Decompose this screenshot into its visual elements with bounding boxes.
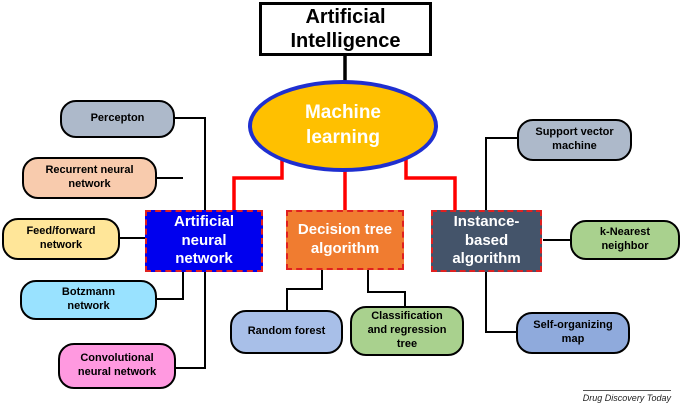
leaf-feedforward-network: Feed/forward network [2,218,120,260]
machine-learning-node: Machine learning [248,80,438,172]
connector-cart [367,268,406,308]
category-decision-tree-algorithm: Decision tree algorithm [286,210,404,270]
connector-som [485,270,516,333]
leaf-self-organizing-map: Self-organizing map [516,312,630,354]
leaf-k-nearest-neighbor: k-Nearest neighbor [570,220,680,260]
leaf-label-som: Self-organizing map [533,319,613,345]
connector-ml-to-ib [404,154,457,212]
category-instance-based-algorithm: Instance- based algorithm [431,210,542,272]
category-label-ann: Artificial neural network [173,212,234,268]
leaf-support-vector-machine: Support vector machine [517,119,632,161]
connector-ml-to-ann [232,154,284,212]
connector-random-forest [286,268,323,310]
category-label-instance-based: Instance- based algorithm [452,212,521,268]
leaf-label-percepton: Percepton [90,112,145,125]
leaf-classification-regression-tree: Classification and regression tree [350,306,464,356]
leaf-recurrent-neural-network: Recurrent neural network [22,157,157,199]
leaf-label-knn: k-Nearest neighbor [599,226,651,252]
connector-botzmann [157,270,184,300]
leaf-percepton: Percepton [60,100,175,138]
artificial-intelligence-node: Artificial Intelligence [259,2,432,56]
leaf-label-botzmann: Botzmann network [61,286,116,312]
category-label-decision-tree: Decision tree algorithm [297,221,393,257]
source-credit: Drug Discovery Today [582,390,671,403]
leaf-label-cart: Classification and regression tree [367,310,447,350]
leaf-label-feedforward: Feed/forward network [26,225,96,251]
leaf-label-svm: Support vector machine [535,126,614,152]
leaf-label-convolutional: Convolutional neural network [77,352,157,378]
leaf-label-random-forest: Random forest [247,325,326,338]
leaf-random-forest: Random forest [230,310,343,354]
category-artificial-neural-network: Artificial neural network [145,210,263,272]
leaf-label-recurrent: Recurrent neural network [45,164,134,190]
leaf-convolutional-neural-network: Convolutional neural network [58,343,176,389]
machine-learning-label: Machine learning [304,102,382,148]
leaf-botzmann-network: Botzmann network [20,280,157,320]
artificial-intelligence-label: Artificial Intelligence [290,6,401,52]
connector-svm [485,137,517,212]
